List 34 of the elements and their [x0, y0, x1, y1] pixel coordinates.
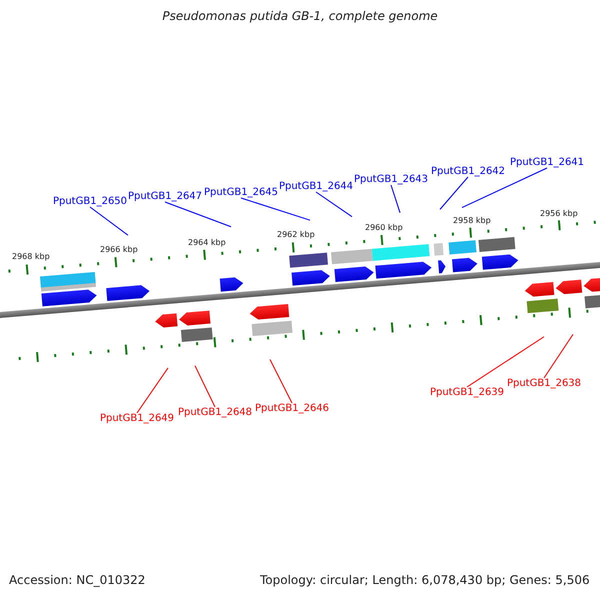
leader-line: [270, 359, 292, 404]
leader-line: [90, 206, 128, 236]
scale-label: 2964 kbp: [188, 238, 226, 248]
gene-label: PputGB1_2647: [128, 191, 202, 202]
gene-label: PputGB1_2641: [510, 157, 584, 168]
leader-line: [240, 198, 310, 221]
gene-label: PputGB1_2645: [204, 187, 278, 198]
leader-line: [390, 184, 400, 214]
gene-label: PputGB1_2644: [278, 181, 354, 192]
gene-label: PputGB1_2638: [506, 378, 582, 389]
gene-label: PputGB1_2646: [254, 403, 330, 414]
scale-label: 2962 kbp: [277, 231, 315, 240]
gene-label: PputGB1_2650: [52, 196, 128, 207]
accession-text: Accession: NC_010322: [9, 574, 146, 588]
leader-line: [164, 202, 232, 228]
leader-line: [462, 168, 548, 208]
scale-label: 2966 kbp: [100, 246, 138, 255]
genome-summary: Topology: circular; Length: 6,078,430 bp; Genes: 5,506: [260, 574, 590, 588]
scale-label: 2968 kbp: [12, 253, 50, 262]
leader-line: [440, 176, 468, 210]
gene-label: PputGB1_2643: [354, 174, 428, 185]
scale-label: 2956 kbp: [540, 210, 578, 218]
leader-line: [544, 334, 574, 378]
scale-label: 2958 kbp: [453, 216, 491, 226]
gene-label: PputGB1_2642: [430, 166, 506, 177]
leader-line: [136, 367, 168, 414]
leader-line: [466, 336, 544, 388]
leader-line: [316, 192, 352, 218]
gene-label: PputGB1_2649: [100, 413, 174, 424]
leader-line: [194, 365, 216, 408]
gene-label: PputGB1_2639: [430, 387, 504, 398]
scale-label: 2960 kbp: [365, 224, 403, 233]
gene-label: PputGB1_2648: [178, 407, 252, 418]
map-title: Pseudomonas putida GB-1, complete genome: [161, 10, 439, 24]
